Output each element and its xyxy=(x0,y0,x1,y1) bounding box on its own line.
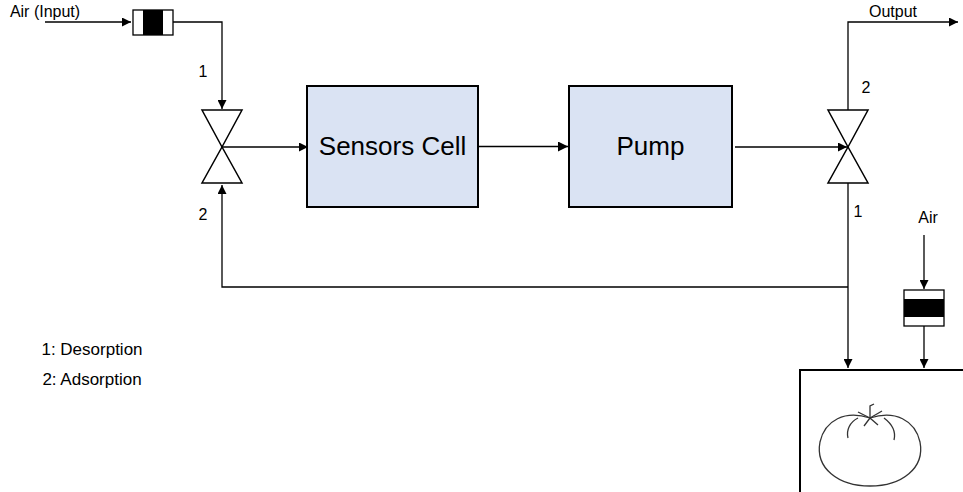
process-box: Pump xyxy=(568,85,733,208)
valve-symbol xyxy=(828,110,868,183)
filter-symbol xyxy=(133,10,173,35)
port-number: 1 xyxy=(854,203,863,221)
input-label: Air (Input) xyxy=(10,3,80,21)
air-line xyxy=(923,326,924,368)
air-line xyxy=(923,235,924,289)
box-label: Sensors Cell xyxy=(309,126,476,167)
input-line xyxy=(45,21,131,22)
port-number: 2 xyxy=(862,79,871,97)
valve-outlet xyxy=(222,146,308,147)
port-number: 2 xyxy=(199,206,208,224)
valve-symbol xyxy=(202,110,242,183)
pump-outlet xyxy=(735,146,847,147)
air-label: Air xyxy=(918,209,938,227)
sample-chamber xyxy=(800,370,963,492)
process-box: Sensors Cell xyxy=(306,85,479,208)
flow-arrow xyxy=(479,146,568,147)
input-line xyxy=(173,22,222,109)
output-label: Output xyxy=(869,3,917,21)
legend-note: 2: Adsorption xyxy=(42,370,141,390)
output-line xyxy=(848,22,958,110)
chamber-line xyxy=(847,183,848,368)
tomato-illustration xyxy=(819,404,920,486)
port-number: 1 xyxy=(199,63,208,81)
filter-symbol xyxy=(904,290,944,326)
legend-note: 1: Desorption xyxy=(41,340,142,360)
box-label: Pump xyxy=(607,126,695,167)
